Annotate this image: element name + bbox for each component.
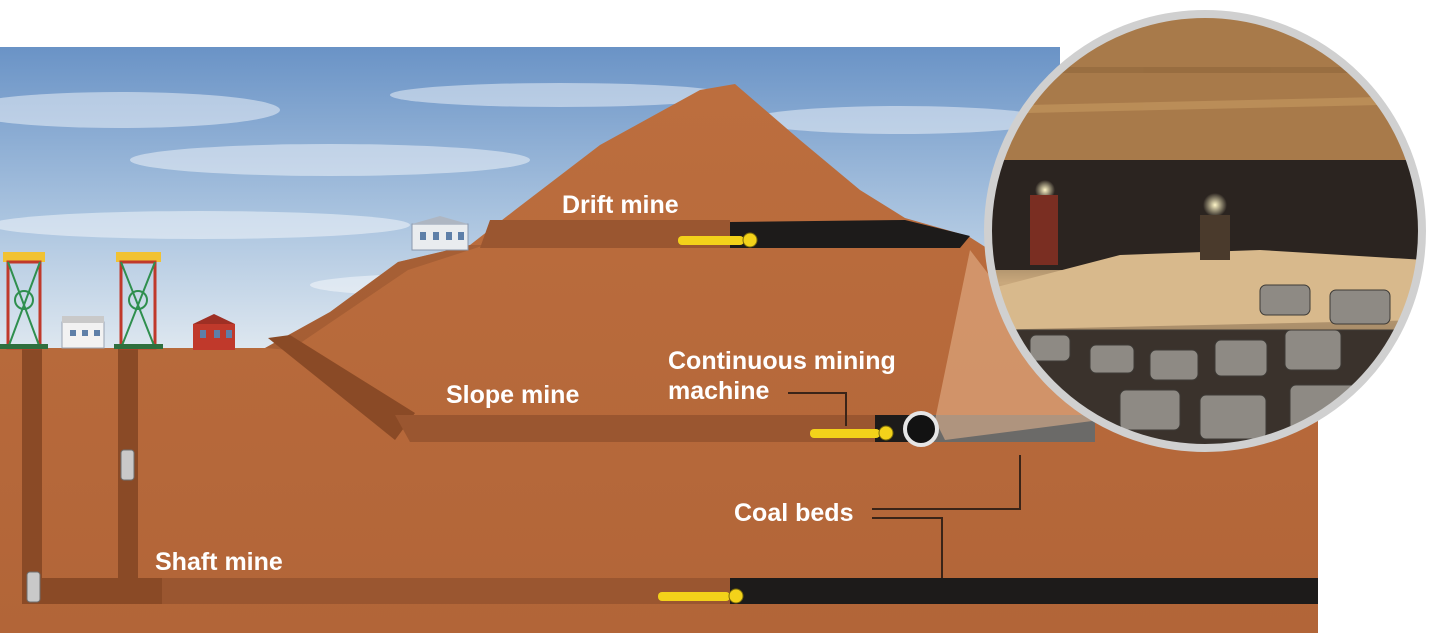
- drift-ledge: [480, 220, 730, 248]
- underground-mining-photo: [988, 14, 1422, 448]
- magnifier-focus: [903, 411, 939, 447]
- coal-beds-label: Coal beds: [734, 499, 853, 527]
- drift-mine-label: Drift mine: [562, 191, 679, 219]
- slope-ramp: [268, 335, 415, 440]
- drift-coal-bed: [730, 220, 970, 248]
- headframe-tower-icon: [114, 252, 163, 350]
- mining-machine-icon: [810, 425, 894, 441]
- headframe-tower-icon: [0, 252, 48, 350]
- earth-ground: [0, 84, 1318, 633]
- shaft-coal-dark: [730, 578, 1318, 604]
- hill-shadow: [265, 245, 485, 350]
- building-icon: [411, 216, 469, 251]
- continuous-mining-machine-label-line2: machine: [668, 377, 770, 405]
- continuous-mining-machine-label-line1: Continuous mining: [668, 347, 896, 375]
- magnifier-lens-frame: [984, 10, 1426, 452]
- mining-machine-icon: [658, 588, 744, 604]
- mining-machine-icon: [678, 232, 758, 248]
- shaft-tunnel-link: [22, 578, 162, 604]
- shaft-left: [22, 348, 42, 603]
- leader-lines: [788, 392, 1021, 578]
- building-icon: [193, 314, 235, 350]
- building-icon: [61, 316, 105, 349]
- shaft-mine-label: Shaft mine: [155, 548, 283, 576]
- mine-cage-icon: [26, 449, 135, 603]
- slope-mine-label: Slope mine: [446, 381, 579, 409]
